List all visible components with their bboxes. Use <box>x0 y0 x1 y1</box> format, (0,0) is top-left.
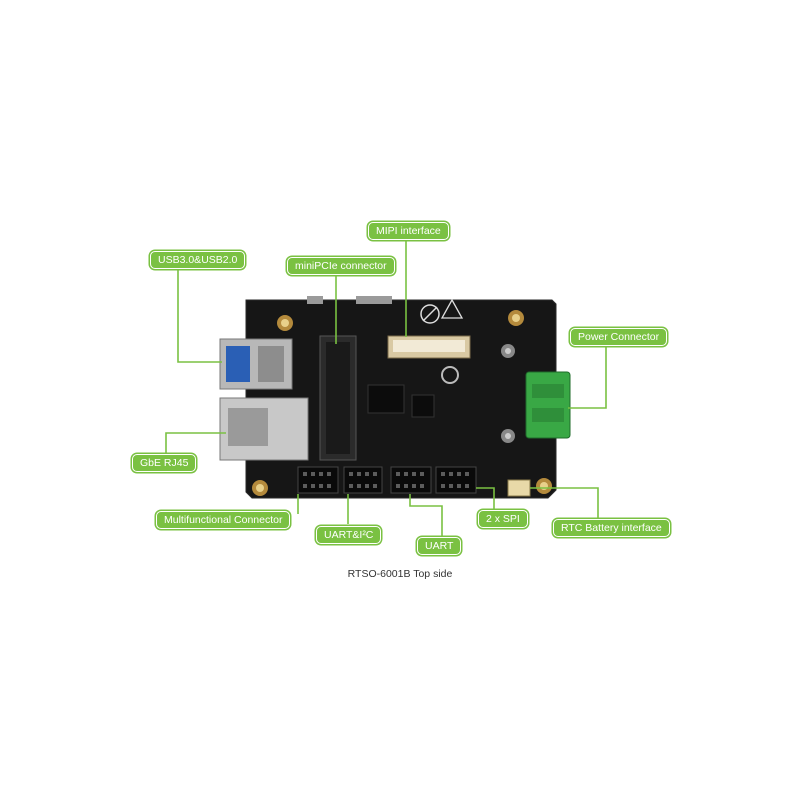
pb-free-mark <box>420 304 440 324</box>
chip-1 <box>367 384 405 414</box>
mounting-holes <box>252 310 552 496</box>
rtc-battery-connector <box>507 479 531 497</box>
company-logo <box>441 366 459 384</box>
gbe-rj45-label: GbE RJ45 <box>132 454 197 472</box>
uart-i2c-header <box>343 466 383 494</box>
spi-label: 2 x SPI <box>478 510 528 528</box>
chip-2 <box>411 394 435 418</box>
usb-label: USB3.0&USB2.0 <box>150 251 246 269</box>
uart-i2c-label: UART&I²C <box>316 526 382 544</box>
power-terminal-block <box>525 371 571 439</box>
figure-caption: RTSO-6001B Top side <box>347 568 453 580</box>
top-edge-connector-1 <box>307 296 323 304</box>
top-edge-connector-2 <box>356 296 392 304</box>
power-connector-label: Power Connector <box>570 328 668 346</box>
minipcie-label: miniPCIe connector <box>287 257 395 275</box>
uart-label: UART <box>417 537 462 555</box>
warning-triangle-mark <box>440 298 464 319</box>
multifunctional-header <box>297 466 339 494</box>
leader-lines <box>165 232 607 536</box>
mipi-interface-label: MIPI interface <box>368 222 449 240</box>
uart-header <box>390 466 432 494</box>
spi-header <box>435 466 477 494</box>
rtc-battery-label: RTC Battery interface <box>553 519 670 537</box>
multifunctional-connector-label: Multifunctional Connector <box>156 511 291 529</box>
